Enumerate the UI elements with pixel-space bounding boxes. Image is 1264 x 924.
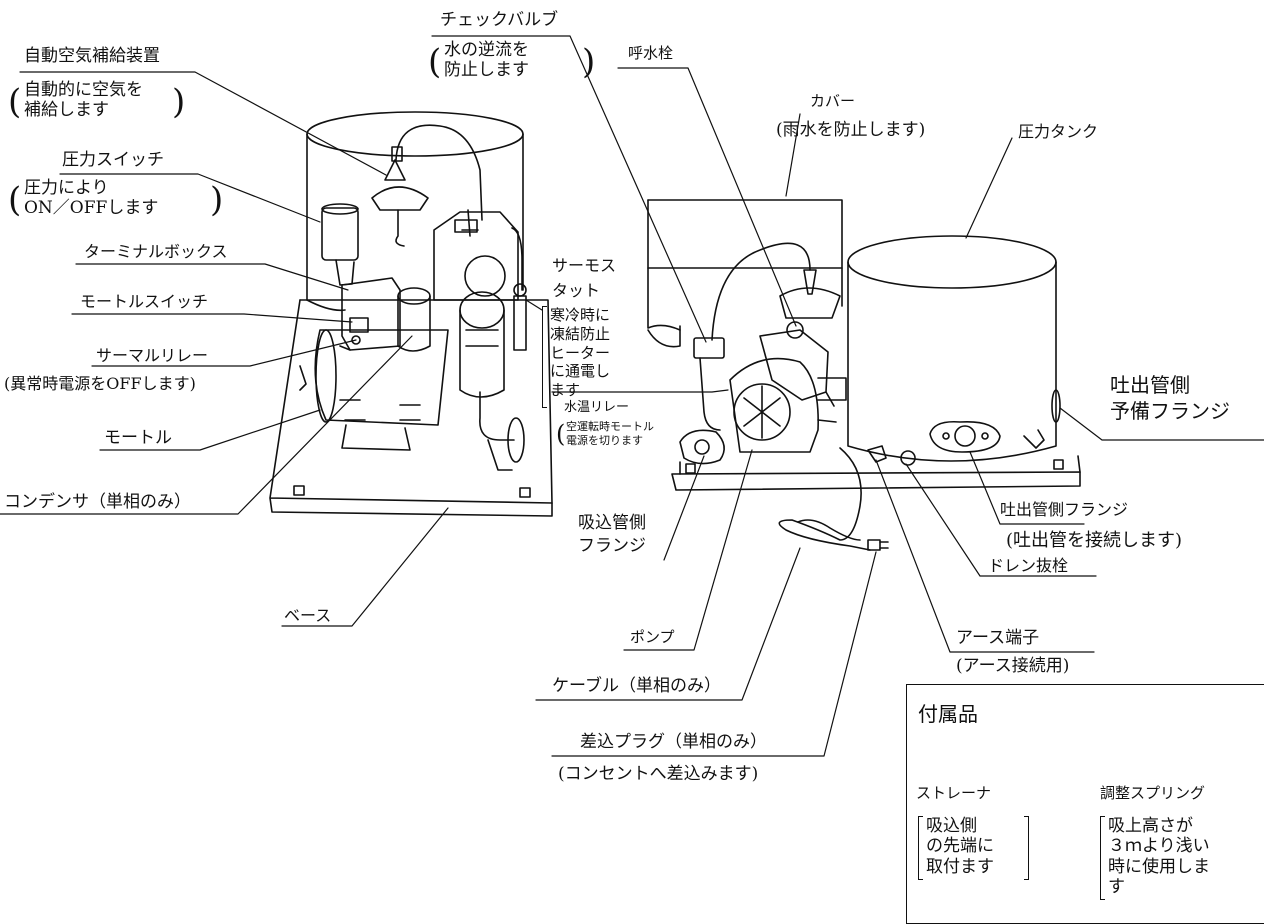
- cover-desc: (雨水を防止します): [776, 120, 926, 140]
- thermal-relay-label: サーマルリレー: [96, 346, 209, 365]
- check-valve-desc: ( 水の逆流を 防止します ): [428, 40, 596, 82]
- pressure-switch-label: 圧力スイッチ: [62, 150, 164, 170]
- auto-air-device-desc: ( 自動的に空気を 補給します ): [8, 80, 186, 122]
- cable-label: ケーブル（単相のみ）: [552, 676, 721, 696]
- leader-lines: [0, 35, 1264, 757]
- check-valve-label: チェックバルブ: [440, 10, 559, 30]
- right-unit: [647, 199, 1081, 551]
- earth-terminal-label: アース端子: [956, 628, 1040, 648]
- suction-flange-label: 吸込管側 フランジ: [578, 513, 646, 556]
- spring-desc: 吸上高さが ３ｍより浅い 時に使用しま す: [1100, 816, 1210, 900]
- motor-label: モートル: [104, 428, 172, 448]
- earth-terminal-desc: (アース接続用): [956, 656, 1070, 676]
- left-unit: [269, 111, 553, 517]
- plug-desc: (コンセントへ差込みます): [558, 764, 759, 784]
- pressure-tank-label: 圧力タンク: [1018, 122, 1099, 141]
- accessories-title: 付属品: [918, 702, 978, 726]
- auto-air-device-label: 自動空気補給装置: [24, 46, 160, 66]
- discharge-spare-flange-label: 吐出管側 予備フランジ: [1110, 373, 1230, 423]
- thermal-relay-desc: (異常時電源をOFFします): [4, 374, 196, 393]
- water-temp-relay-desc: ( 空運転時モートル 電源を切ります: [556, 420, 654, 448]
- discharge-flange-desc: (吐出管を接続します): [1006, 530, 1183, 551]
- pump-label: ポンプ: [630, 628, 675, 646]
- terminal-box-label: ターミナルボックス: [84, 242, 228, 261]
- motor-switch-label: モートルスイッチ: [80, 292, 209, 311]
- strainer-label: ストレーナ: [916, 784, 992, 802]
- thermostat-label: サーモス タット: [552, 256, 617, 301]
- base-label: ベース: [284, 606, 332, 625]
- water-temp-relay-label: 水温リレー: [564, 400, 630, 415]
- spring-label: 調整スプリング: [1100, 784, 1206, 802]
- condenser-label: コンデンサ（単相のみ）: [4, 492, 191, 512]
- strainer-desc: 吸込側 の先端に 取付ます: [918, 816, 1029, 880]
- drain-plug-label: ドレン抜栓: [988, 556, 1069, 575]
- priming-plug-label: 呼水栓: [628, 44, 674, 62]
- thermostat-desc: 寒冷時に 凍結防止 ヒーター に通電し ます: [542, 306, 610, 408]
- plug-label: 差込プラグ（単相のみ）: [580, 732, 767, 752]
- accessories-box: [906, 684, 1264, 924]
- pressure-switch-desc: ( 圧力により ON／OFFします ): [8, 178, 224, 220]
- cover-label: カバー: [810, 92, 856, 110]
- discharge-flange-label: 吐出管側フランジ: [1000, 500, 1129, 519]
